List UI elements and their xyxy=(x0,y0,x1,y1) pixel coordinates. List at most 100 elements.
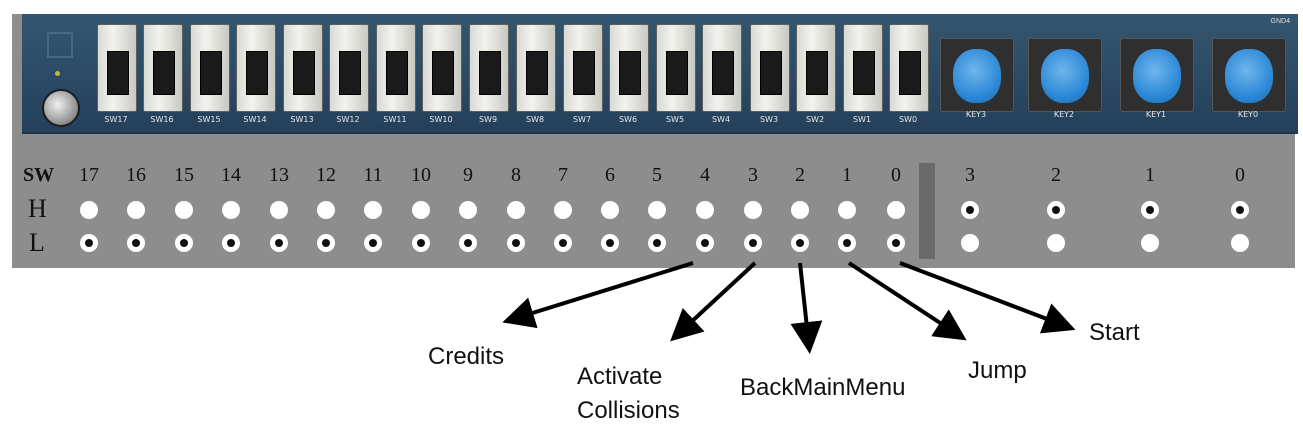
switch-17-high-indicator xyxy=(80,201,98,219)
slide-switch-5[interactable] xyxy=(656,24,696,112)
slide-switch-13[interactable] xyxy=(283,24,323,112)
switch-number: 17 xyxy=(79,164,99,186)
slide-switch-7[interactable] xyxy=(563,24,603,112)
switch-5-high-indicator xyxy=(648,201,666,219)
slide-switch-knob xyxy=(573,51,595,95)
slide-switch-knob xyxy=(899,51,921,95)
separator-bar xyxy=(919,163,935,259)
key-0-low-indicator xyxy=(1231,234,1249,252)
high-row-label: H xyxy=(28,194,47,223)
key-3-low-indicator xyxy=(961,234,979,252)
pcb-switch-label: SW10 xyxy=(429,115,453,124)
switch-number: 14 xyxy=(221,164,241,186)
slide-switch-15[interactable] xyxy=(190,24,230,112)
slide-switch-knob xyxy=(712,51,734,95)
slide-switch-knob xyxy=(760,51,782,95)
switch-number: 6 xyxy=(605,164,615,186)
slide-switch-12[interactable] xyxy=(329,24,369,112)
pcb-switch-label: SW9 xyxy=(478,115,498,124)
key-cap-icon xyxy=(1041,49,1089,103)
slide-switch-0[interactable] xyxy=(889,24,929,112)
switch-number: 11 xyxy=(363,164,383,186)
switch-13-high-indicator xyxy=(270,201,288,219)
screw-icon xyxy=(42,89,80,127)
switch-7-high-indicator xyxy=(554,201,572,219)
slide-switch-9[interactable] xyxy=(469,24,509,112)
arrow-switch-3 xyxy=(670,261,757,342)
switch-15-high-indicator xyxy=(175,201,193,219)
switch-number: 16 xyxy=(126,164,146,186)
slide-switch-knob xyxy=(619,51,641,95)
slide-switch-3[interactable] xyxy=(750,24,790,112)
push-button-key-0[interactable] xyxy=(1212,38,1286,112)
key-0-high-indicator xyxy=(1231,201,1249,219)
switch-15-low-indicator xyxy=(175,234,193,252)
slide-switch-knob xyxy=(107,51,129,95)
slide-switch-knob xyxy=(153,51,175,95)
switch-9-high-indicator xyxy=(459,201,477,219)
push-button-key-1[interactable] xyxy=(1120,38,1194,112)
slide-switch-17[interactable] xyxy=(97,24,137,112)
switch-4-low-indicator xyxy=(696,234,714,252)
pcb-switch-label: SW11 xyxy=(383,115,407,124)
arrow-switch-2 xyxy=(790,262,823,354)
slide-switch-10[interactable] xyxy=(422,24,462,112)
switch-8-high-indicator xyxy=(507,201,525,219)
switch-12-high-indicator xyxy=(317,201,335,219)
switch-number: 13 xyxy=(269,164,289,186)
switch-3-high-indicator xyxy=(744,201,762,219)
switch-2-high-indicator xyxy=(791,201,809,219)
slide-switch-16[interactable] xyxy=(143,24,183,112)
arrow-switch-1 xyxy=(847,261,967,341)
low-row-label: L xyxy=(29,228,45,257)
push-button-key-2[interactable] xyxy=(1028,38,1102,112)
switch-number: 15 xyxy=(174,164,194,186)
pcb-switch-label: SW14 xyxy=(243,115,267,124)
switch-5-low-indicator xyxy=(648,234,666,252)
slide-switch-knob xyxy=(386,51,408,95)
slide-switch-4[interactable] xyxy=(702,24,742,112)
arrow-switch-4 xyxy=(502,261,694,329)
slide-switch-2[interactable] xyxy=(796,24,836,112)
key-number: 2 xyxy=(1051,164,1061,186)
switch-0-high-indicator xyxy=(887,201,905,219)
switch-14-high-indicator xyxy=(222,201,240,219)
switch-number: 0 xyxy=(891,164,901,186)
pcb-switch-label: SW1 xyxy=(852,115,872,124)
arrow-switch-0 xyxy=(899,261,1076,334)
pcb-key-label: KEY0 xyxy=(1237,110,1259,119)
switch-number: 9 xyxy=(463,164,473,186)
pcb-switch-label: SW2 xyxy=(805,115,825,124)
slide-switch-knob xyxy=(479,51,501,95)
switch-12-low-indicator xyxy=(317,234,335,252)
slide-switch-knob xyxy=(806,51,828,95)
pcb-switch-label: SW6 xyxy=(618,115,638,124)
switch-number: 2 xyxy=(795,164,805,186)
switch-6-low-indicator xyxy=(601,234,619,252)
switch-1-low-indicator xyxy=(838,234,856,252)
push-button-key-3[interactable] xyxy=(940,38,1014,112)
slide-switch-14[interactable] xyxy=(236,24,276,112)
slide-switch-6[interactable] xyxy=(609,24,649,112)
pcb-switch-label: SW3 xyxy=(759,115,779,124)
switch-13-low-indicator xyxy=(270,234,288,252)
pcb-switch-label: SW16 xyxy=(150,115,174,124)
pcb-switch-label: SW15 xyxy=(197,115,221,124)
switch-11-high-indicator xyxy=(364,201,382,219)
slide-switch-1[interactable] xyxy=(843,24,883,112)
gnd-label: GND4 xyxy=(1270,18,1290,25)
pcb-key-label: KEY3 xyxy=(965,110,987,119)
switch-3-low-indicator xyxy=(744,234,762,252)
key-cap-icon xyxy=(953,49,1001,103)
pcb-switch-label: SW4 xyxy=(711,115,731,124)
slide-switch-8[interactable] xyxy=(516,24,556,112)
pcb-switch-label: SW13 xyxy=(290,115,314,124)
switch-4-high-indicator xyxy=(696,201,714,219)
switch-number: 10 xyxy=(411,164,431,186)
slide-switch-knob xyxy=(293,51,315,95)
slide-switch-knob xyxy=(666,51,688,95)
slide-switch-11[interactable] xyxy=(376,24,416,112)
switch-number: 4 xyxy=(700,164,710,186)
annotation-label: Credits xyxy=(428,343,505,370)
